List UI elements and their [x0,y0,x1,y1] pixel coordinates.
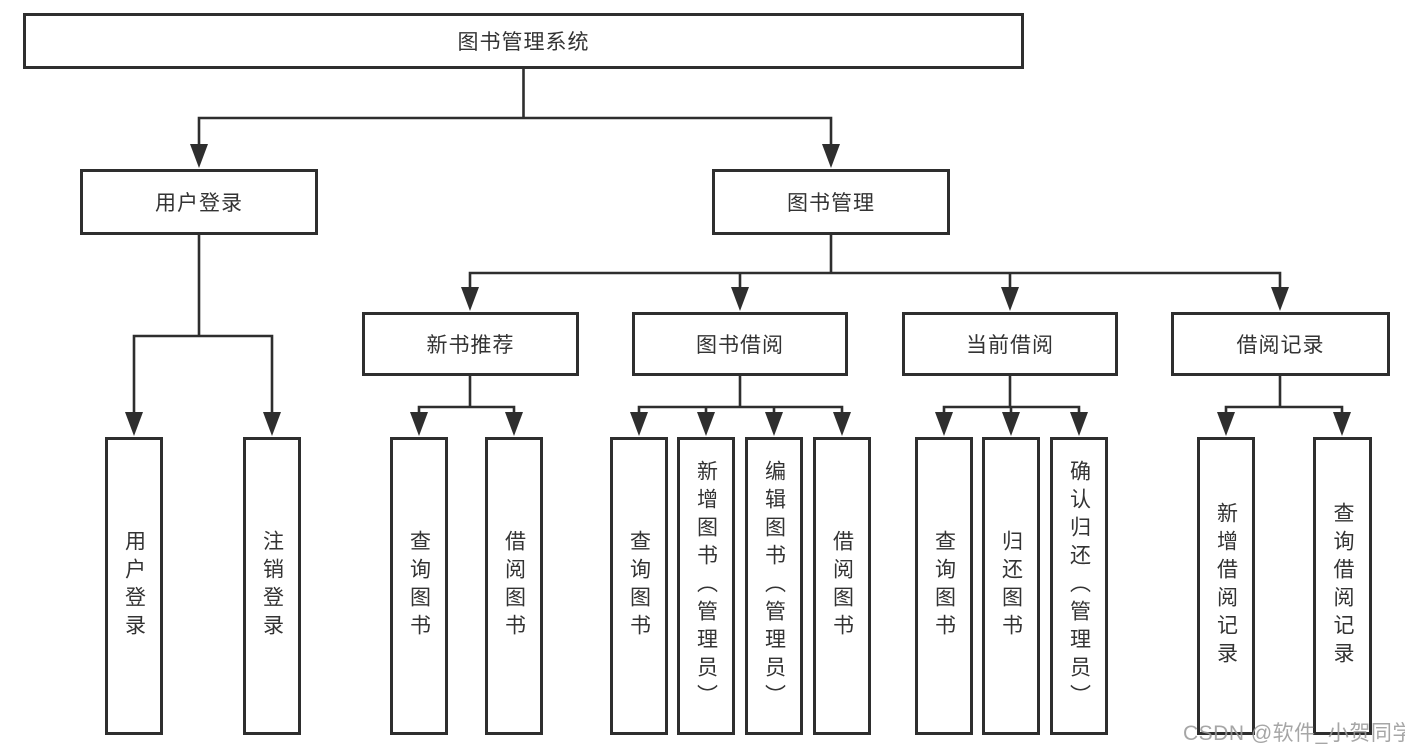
leaf-query-books-current: 查询图书 [915,437,973,735]
node-book-management: 图书管理 [712,169,950,235]
leaf-query-books-current-label: 查询图书 [932,530,956,642]
node-library-system: 图书管理系统 [23,13,1024,69]
node-borrow-records-label: 借阅记录 [1236,334,1325,357]
node-book-borrow-label: 图书借阅 [696,334,784,357]
leaf-confirm-return-admin: 确认归还（管理员） [1050,437,1108,735]
leaf-edit-book-admin: 编辑图书（管理员） [745,437,803,735]
leaf-borrow-books-recommend: 借阅图书 [485,437,543,735]
leaf-logout: 注销登录 [243,437,301,735]
arrowheads [125,144,1351,436]
leaf-confirm-return-admin-label: 确认归还（管理员） [1067,460,1091,712]
leaf-query-books-recommend-label: 查询图书 [407,530,431,642]
leaf-add-borrow-record: 新增借阅记录 [1197,437,1255,735]
node-current-borrow: 当前借阅 [902,312,1118,376]
leaf-add-borrow-record-label: 新增借阅记录 [1214,502,1238,670]
leaf-borrow-books-label: 借阅图书 [830,530,854,642]
leaf-add-book-admin-label: 新增图书（管理员） [694,460,718,712]
node-library-system-label: 图书管理系统 [457,31,590,54]
leaf-edit-book-admin-label: 编辑图书（管理员） [762,460,786,712]
leaf-add-book-admin: 新增图书（管理员） [677,437,735,735]
leaf-return-books: 归还图书 [982,437,1040,735]
node-new-book-recommend-label: 新书推荐 [426,334,515,357]
node-book-management-label: 图书管理 [787,192,875,215]
leaf-borrow-books: 借阅图书 [813,437,871,735]
leaf-return-books-label: 归还图书 [999,530,1023,642]
node-book-borrow: 图书借阅 [632,312,848,376]
leaf-query-borrow-record-label: 查询借阅记录 [1331,502,1354,670]
leaf-query-books-borrow: 查询图书 [610,437,668,735]
leaf-query-books-borrow-label: 查询图书 [627,530,651,642]
node-user-login: 用户登录 [80,169,318,235]
leaf-logout-label: 注销登录 [260,530,284,642]
node-new-book-recommend: 新书推荐 [362,312,579,376]
node-borrow-records: 借阅记录 [1171,312,1390,376]
leaf-borrow-books-recommend-label: 借阅图书 [502,530,526,642]
csdn-watermark: CSDN @软件_小贺同学 [1183,722,1405,745]
leaf-query-borrow-record: 查询借阅记录 [1313,437,1372,735]
node-current-borrow-label: 当前借阅 [966,334,1054,357]
leaf-query-books-recommend: 查询图书 [390,437,448,735]
leaf-user-login-label: 用户登录 [122,530,146,642]
node-user-login-label: 用户登录 [155,192,243,215]
leaf-user-login: 用户登录 [105,437,163,735]
